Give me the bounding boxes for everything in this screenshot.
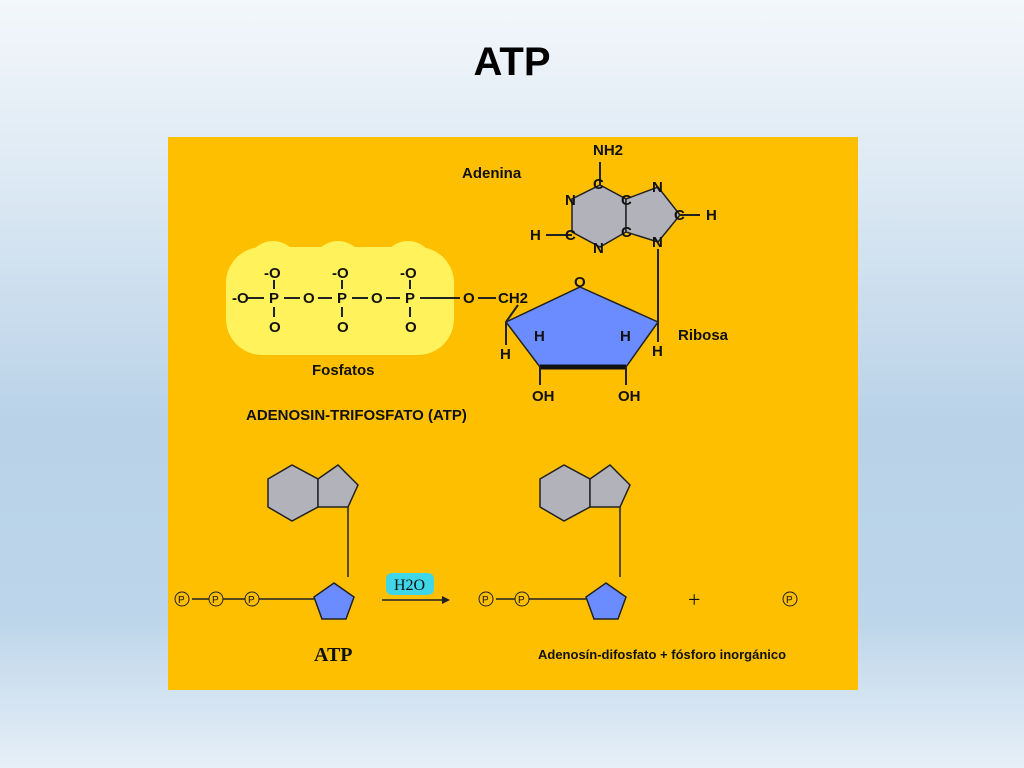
atom-n: N	[652, 179, 663, 196]
phosphorus-atom: P	[337, 290, 347, 307]
phosphorus-atom: P	[269, 290, 279, 307]
hydroxyl-left: OH	[532, 388, 555, 405]
bridge-oxygen: O	[303, 290, 315, 307]
atom-h: H	[530, 227, 541, 244]
atom-c: C	[621, 224, 632, 241]
atp-schematic	[174, 464, 359, 620]
atom-h: H	[706, 207, 717, 224]
adenine-label: Adenina	[462, 165, 522, 182]
inorganic-phosphate-label: P	[786, 595, 793, 606]
adenine-ring	[546, 162, 700, 248]
phosphate-glow	[226, 241, 454, 355]
phosphates-label: Fosfatos	[312, 362, 375, 379]
phosphate-circle-label: P	[518, 595, 525, 606]
bridge-oxygen: O	[371, 290, 383, 307]
double-bond-oxygen: O	[405, 319, 417, 336]
atom-h: H	[534, 328, 545, 345]
phosphate-circle-label: P	[178, 595, 185, 606]
atom-n: N	[593, 240, 604, 257]
atom-c: C	[593, 176, 604, 193]
ch2-group: CH2	[498, 290, 528, 307]
oxygen-anion: -O	[264, 265, 281, 282]
amine-group: NH2	[593, 142, 623, 159]
oxygen-anion: -O	[400, 265, 417, 282]
ring-oxygen: O	[574, 274, 586, 291]
atom-c: C	[621, 192, 632, 209]
atom-h: H	[652, 343, 663, 360]
reaction-arrow	[382, 596, 450, 604]
atom-h: H	[500, 346, 511, 363]
atom-c: C	[565, 227, 576, 244]
phosphate-circle-label: P	[482, 595, 489, 606]
plus-sign: +	[688, 587, 700, 612]
phosphorus-atom: P	[405, 290, 415, 307]
atp-label: ATP	[314, 644, 353, 666]
water-formula: H2O	[394, 577, 425, 594]
double-bond-oxygen: O	[337, 319, 349, 336]
atom-n: N	[652, 234, 663, 251]
phosphate-circle-label: P	[248, 595, 255, 606]
atp-caption: ADENOSIN-TRIFOSFATO (ATP)	[246, 407, 467, 424]
phosphate-circle-label: P	[212, 595, 219, 606]
atp-diagram: Adenina Ribosa Fosfatos ADENOSIN-TRIFOSF…	[174, 142, 798, 666]
ribose-ring	[504, 286, 660, 385]
oxygen-anion: -O	[332, 265, 349, 282]
phosphate-chain	[248, 280, 496, 317]
atp-figure: Adenina Ribosa Fosfatos ADENOSIN-TRIFOSF…	[168, 137, 858, 690]
slide-title: ATP	[473, 40, 551, 84]
terminal-oxygen: -O	[232, 290, 249, 307]
ester-oxygen: O	[463, 290, 475, 307]
atom-n: N	[565, 192, 576, 209]
hydroxyl-right: OH	[618, 388, 641, 405]
products-label: Adenosín-difosfato + fósforo inorgánico	[538, 647, 786, 662]
ribose-label: Ribosa	[678, 327, 729, 344]
double-bond-oxygen: O	[269, 319, 281, 336]
water-badge	[386, 573, 434, 595]
atom-c: C	[674, 207, 685, 224]
atom-h: H	[620, 328, 631, 345]
adp-schematic	[478, 464, 798, 620]
